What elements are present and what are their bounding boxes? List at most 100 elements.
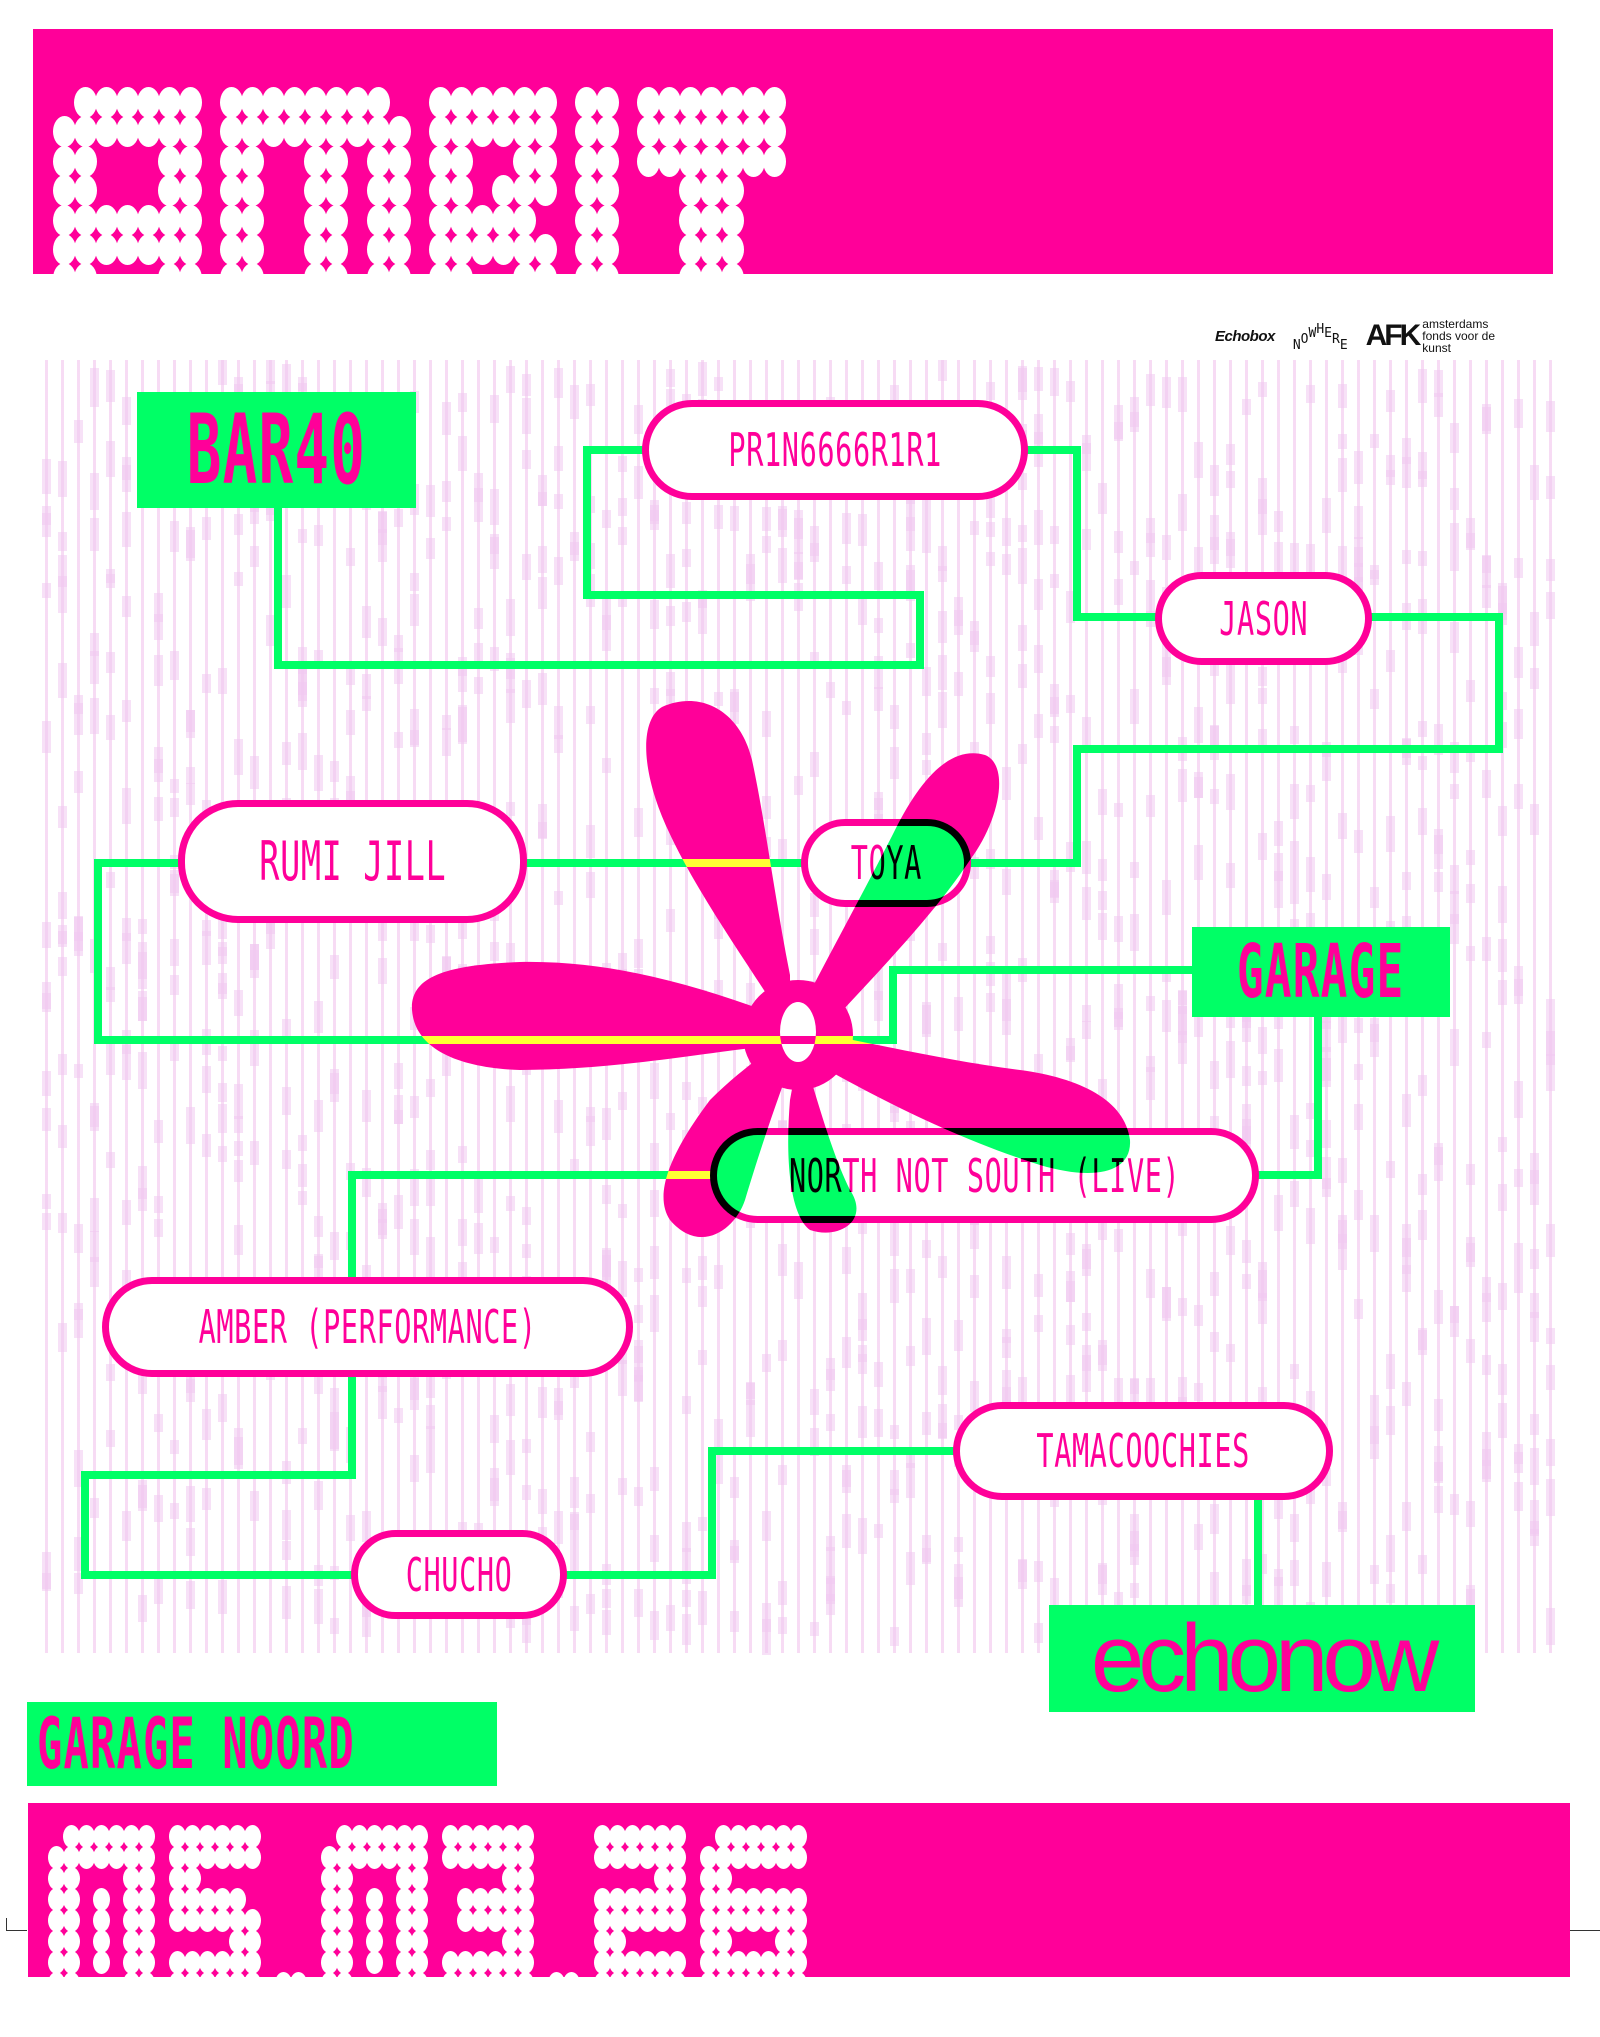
pattern-dash: [202, 1488, 211, 1510]
dot-pixel: [745, 1888, 762, 1911]
pattern-dash: [874, 618, 883, 633]
pattern-dash: [1082, 887, 1091, 920]
pattern-dash: [1354, 563, 1363, 600]
dot-pixel: [715, 1825, 732, 1848]
dot-pixel: [290, 1972, 307, 1995]
artist-pill[interactable]: CHUCHO: [351, 1530, 567, 1619]
dot-pixel: [123, 1951, 140, 1974]
pattern-dash: [1290, 1560, 1299, 1586]
dot-pixel: [388, 116, 411, 148]
pattern-dash: [1482, 1293, 1491, 1322]
pattern-dash: [826, 1369, 835, 1391]
pattern-dash: [506, 1384, 515, 1416]
dot-pixel: [325, 322, 348, 354]
pattern-dash: [1514, 1169, 1523, 1187]
dot-pixel: [669, 1888, 686, 1911]
pattern-dash: [42, 459, 51, 494]
artist-pill[interactable]: RUMI JILL: [178, 800, 527, 923]
pattern-dash: [810, 543, 819, 562]
pattern-dash: [1434, 1147, 1443, 1181]
pattern-dash: [250, 1030, 259, 1066]
pattern-dash: [90, 633, 99, 656]
pattern-dash: [1194, 1383, 1203, 1401]
pattern-dash: [202, 1066, 211, 1093]
dot-pixel: [220, 234, 243, 266]
pattern-dash: [1450, 742, 1459, 773]
artist-pill[interactable]: AMBER (PERFORMANCE): [102, 1277, 633, 1377]
pattern-dash: [218, 1083, 227, 1102]
pattern-dash: [1050, 684, 1059, 714]
dot-pixel: [325, 263, 348, 295]
pattern-dash: [1370, 565, 1379, 579]
dot-pixel: [502, 1909, 519, 1932]
pattern-dash: [1418, 1174, 1427, 1195]
pattern-dash: [1130, 1378, 1139, 1414]
pattern-dash: [922, 1240, 931, 1258]
pattern-dash: [1370, 887, 1379, 908]
artist-pill[interactable]: TAMACOOCHIES: [953, 1402, 1333, 1500]
dot-pixel: [244, 1846, 261, 1869]
pattern-dash: [1322, 1120, 1331, 1148]
dot-pixel: [775, 1909, 792, 1932]
artist-pill[interactable]: PR1N6666R1R1: [642, 400, 1028, 500]
dot-pixel: [730, 1846, 747, 1869]
pattern-dash: [426, 1374, 435, 1398]
dot-pixel: [594, 1951, 611, 1974]
pattern-dash: [394, 1063, 403, 1089]
artist-pill[interactable]: JASON: [1155, 572, 1372, 665]
pattern-dash: [1322, 1021, 1331, 1052]
pattern-dash: [1274, 1013, 1283, 1029]
dot-pixel: [336, 1888, 353, 1911]
pattern-dash: [1258, 1071, 1267, 1085]
dot-pixel: [388, 175, 411, 207]
pattern-dash: [234, 514, 243, 535]
pattern-dash: [1290, 784, 1299, 819]
pattern-dash: [106, 569, 115, 583]
pattern-dash: [506, 599, 515, 636]
dot-pixel: [220, 116, 243, 148]
pattern-dash: [586, 825, 595, 858]
dot-pixel: [199, 1951, 216, 1974]
pattern-dash: [906, 1269, 915, 1293]
pattern-dash: [1354, 506, 1363, 539]
pattern-dash: [58, 957, 67, 976]
dot-pixel: [575, 175, 598, 207]
dot-pixel: [74, 292, 97, 324]
dot-pixel: [609, 1825, 626, 1848]
dot-pixel: [534, 145, 557, 177]
pattern-dash: [298, 1164, 307, 1187]
dot-pixel: [411, 1930, 428, 1953]
dot-pixel: [169, 1825, 186, 1848]
pattern-dash: [1242, 1240, 1251, 1263]
pattern-dash: [442, 402, 451, 435]
pattern-dash: [298, 682, 307, 707]
dot-pixel: [763, 116, 786, 148]
pattern-dash: [618, 1261, 627, 1297]
artist-pill[interactable]: TOYA: [801, 819, 971, 907]
dot-pixel: [517, 1846, 534, 1869]
pattern-dash: [42, 1108, 51, 1131]
pattern-dash: [1354, 830, 1363, 853]
pattern-dash: [1226, 863, 1235, 888]
pattern-dash: [58, 806, 67, 828]
dot-pixel: [158, 204, 181, 236]
pattern-dash: [1482, 770, 1491, 798]
pattern-dash: [1210, 1116, 1219, 1139]
dot-pixel: [502, 1888, 519, 1911]
pattern-dash: [1418, 1555, 1427, 1574]
dot-pixel: [700, 116, 723, 148]
artist-pill[interactable]: NORTH NOT SOUTH (LIVE): [710, 1128, 1259, 1223]
dot-pixel: [184, 1909, 201, 1932]
pattern-dash: [442, 728, 451, 756]
pattern-dash: [666, 1605, 675, 1631]
pattern-dash: [554, 1388, 563, 1415]
dot-pixel: [679, 322, 702, 354]
pattern-dash: [890, 1489, 899, 1503]
dot-pixel: [513, 322, 536, 354]
pattern-dash: [1210, 789, 1219, 804]
pattern-dash: [1258, 499, 1267, 535]
dot-pixel: [158, 87, 181, 119]
pattern-dash: [426, 485, 435, 517]
dot-pixel: [513, 87, 536, 119]
pattern-dash: [1402, 1502, 1411, 1531]
